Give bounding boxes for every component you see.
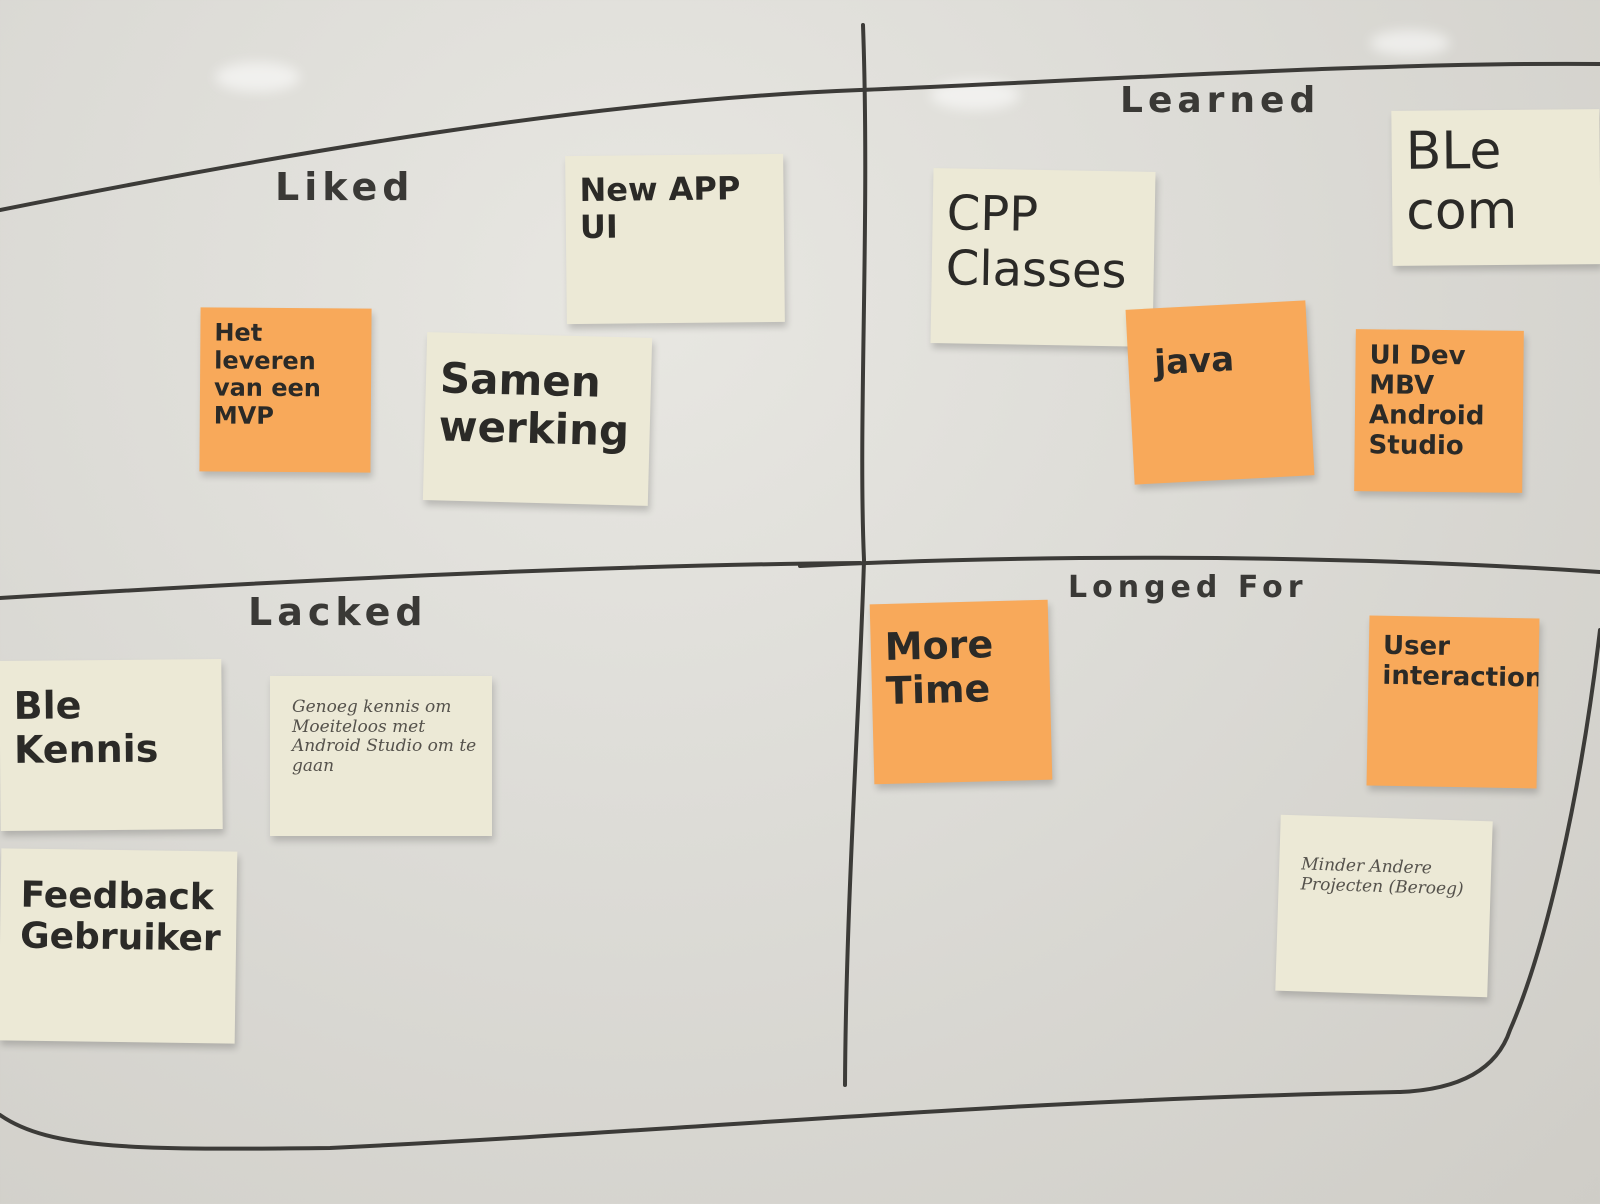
sticky-note-more-time: More Time [869,599,1053,785]
sticky-note-feedback-gebruiker: Feedback Gebruiker [0,848,238,1044]
heading-longed-for: Longed For [1068,570,1308,605]
sticky-note-minder-andere-projecten: Minder Andere Projecten (Beroeg) [1275,814,1493,998]
light-glare [1370,30,1450,56]
sticky-note-java: java [1125,300,1315,485]
sticky-note-ui-dev-android-studio: UI Dev MBV Android Studio [1354,329,1524,493]
left-horizontal-line [0,561,862,600]
light-glare [215,62,300,92]
bottom-border-line [0,1090,1402,1151]
sticky-note-samenwerking: Samen werking [422,332,653,506]
top-border-line [0,61,1600,212]
right-horizontal-line [798,555,1600,574]
sticky-note-ble-com: BLe com [1391,109,1600,266]
sticky-note-new-app-ui: New APP UI [565,153,785,325]
heading-lacked: Lacked [248,590,428,634]
sticky-note-user-interaction: User interaction [1366,615,1540,789]
vertical-divider-line [843,23,868,1087]
sticky-note-genoeg-kennis: Genoeg kennis om Moeiteloos met Android … [270,676,492,836]
heading-learned: Learned [1120,80,1321,121]
sticky-note-het-leveren-mvp: Het leveren van een MVP [199,307,372,473]
right-border-line [1398,628,1600,1094]
heading-liked: Liked [275,165,415,209]
sticky-note-ble-kennis: Ble Kennis [0,659,223,831]
sticky-note-cpp-classes: CPP Classes [930,168,1156,347]
